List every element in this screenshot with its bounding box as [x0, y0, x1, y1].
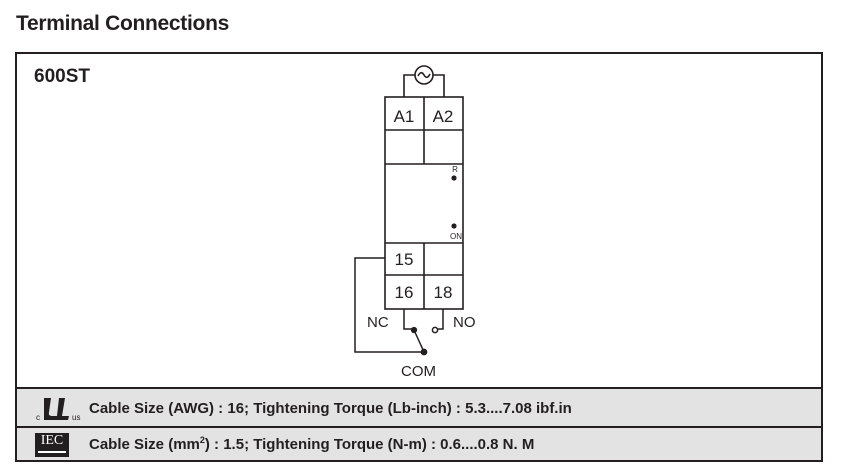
- led-on-label: ON: [450, 232, 462, 241]
- led-on-dot: [451, 223, 457, 229]
- led-r-label: R: [452, 165, 458, 174]
- iec-logo-text: IEC: [40, 433, 64, 448]
- contact-wiring: [354, 257, 444, 356]
- terminal-15: 15: [395, 250, 414, 269]
- ul-logo-us: us: [72, 413, 80, 422]
- diagram-frame: [15, 52, 823, 462]
- led-r-dot: [451, 175, 457, 181]
- terminal-18: 18: [434, 283, 453, 302]
- iec-spec-row: IEC Cable Size (mm2) : 1.5; Tightening T…: [17, 426, 821, 460]
- nc-label: NC: [367, 314, 389, 331]
- terminal-16: 16: [395, 283, 414, 302]
- iec-cable-spec: Cable Size (mm2) : 1.5; Tightening Torqu…: [89, 435, 534, 453]
- ul-listed-icon: c us: [36, 398, 80, 422]
- com-label: COM: [401, 363, 436, 380]
- iec-icon: IEC: [35, 433, 69, 457]
- terminal-a2: A2: [433, 107, 454, 126]
- ac-supply-icon: [403, 65, 445, 97]
- page-title: Terminal Connections: [16, 12, 229, 35]
- iec-text-sup: 2: [199, 435, 205, 445]
- relay-module: [384, 96, 464, 310]
- no-label: NO: [453, 314, 476, 331]
- model-name: 600ST: [34, 66, 90, 87]
- ul-spec-row: c us Cable Size (AWG) : 16; Tightening T…: [17, 387, 821, 428]
- iec-text-prefix: Cable Size (mm: [89, 436, 200, 453]
- terminal-a1: A1: [394, 107, 415, 126]
- ul-cable-spec: Cable Size (AWG) : 16; Tightening Torque…: [89, 400, 572, 417]
- ul-logo-c: c: [36, 413, 40, 422]
- iec-text-suffix: ) : 1.5; Tightening Torque (N-m) : 0.6..…: [204, 436, 535, 453]
